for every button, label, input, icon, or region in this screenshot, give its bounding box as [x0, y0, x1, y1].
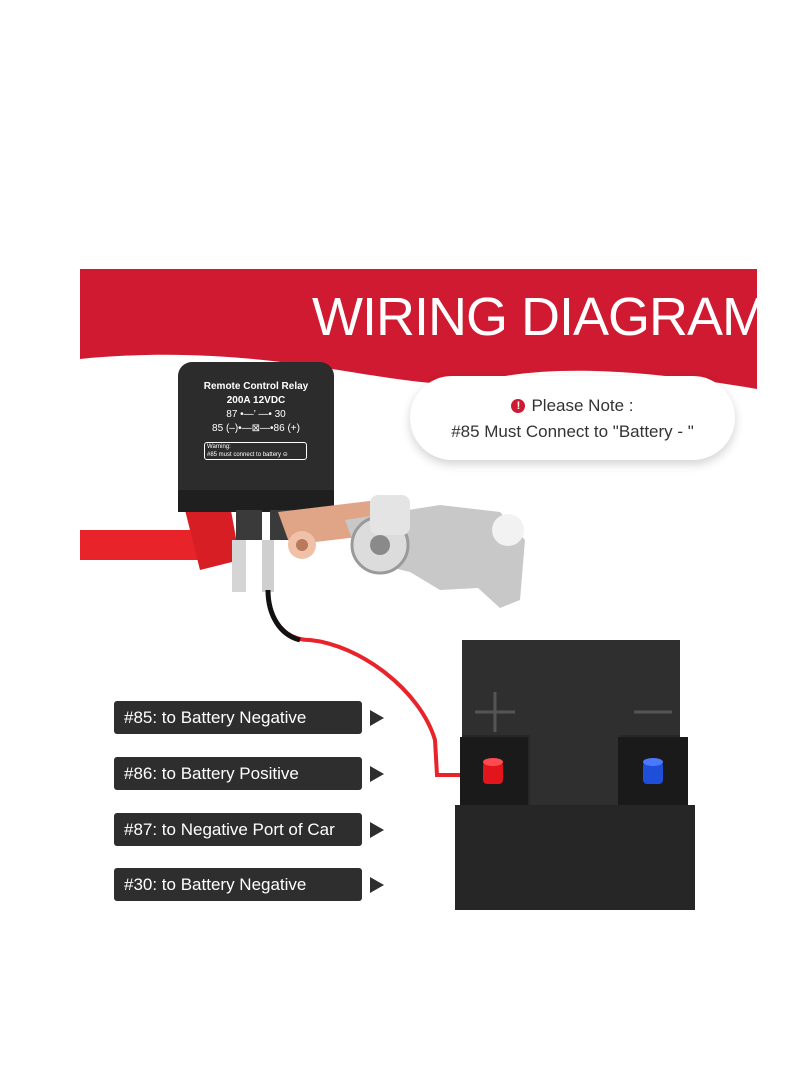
relay-body	[178, 362, 334, 512]
page-title: WIRING DIAGRAM	[312, 287, 767, 347]
label-row-87: #87: to Negative Port of Car	[114, 813, 384, 846]
title-banner	[80, 269, 757, 419]
pin-label-85: #85: to Battery Negative	[114, 701, 362, 734]
arrow-right-icon	[370, 876, 384, 893]
note-callout: ! Please Note : #85 Must Connect to "Bat…	[410, 376, 735, 460]
thin-wire	[265, 589, 485, 777]
pin-label-30: #30: to Battery Negative	[114, 868, 362, 901]
relay-warning-title: Warning:	[207, 444, 231, 450]
warning-circle-icon: !	[511, 399, 526, 413]
relay-warning-box: Warning: #85 must connect to battery ⊝	[204, 442, 307, 460]
label-row-86: #86: to Battery Positive	[114, 757, 384, 790]
pin-label-87: #87: to Negative Port of Car	[114, 813, 362, 846]
note-text: #85 Must Connect to "Battery - "	[451, 422, 694, 441]
relay-pins-85-86: 85 (–)•—⊠—•86 (+)	[212, 423, 300, 434]
battery-positive-terminal	[483, 758, 503, 784]
relay-rating: 200A 12VDC	[226, 395, 286, 406]
arrow-right-icon	[370, 821, 384, 838]
label-row-85: #85: to Battery Negative	[114, 701, 384, 734]
arrow-right-icon	[370, 709, 384, 726]
relay-title: Remote Control Relay	[203, 381, 309, 392]
battery-terminal-clamp	[345, 495, 525, 608]
relay-warning-text: #85 must connect to battery ⊝	[207, 452, 288, 458]
relay-label: Remote Control Relay 200A 12VDC 87 •—’ —…	[182, 380, 330, 436]
red-main-cable	[80, 505, 240, 570]
label-row-30: #30: to Battery Negative	[114, 868, 384, 901]
pin-label-86: #86: to Battery Positive	[114, 757, 362, 790]
note-heading: Please Note :	[531, 396, 634, 415]
battery-negative-terminal	[643, 758, 663, 784]
arrow-right-icon	[370, 765, 384, 782]
relay-pins-87-30: 87 •—’ —• 30	[226, 409, 286, 420]
